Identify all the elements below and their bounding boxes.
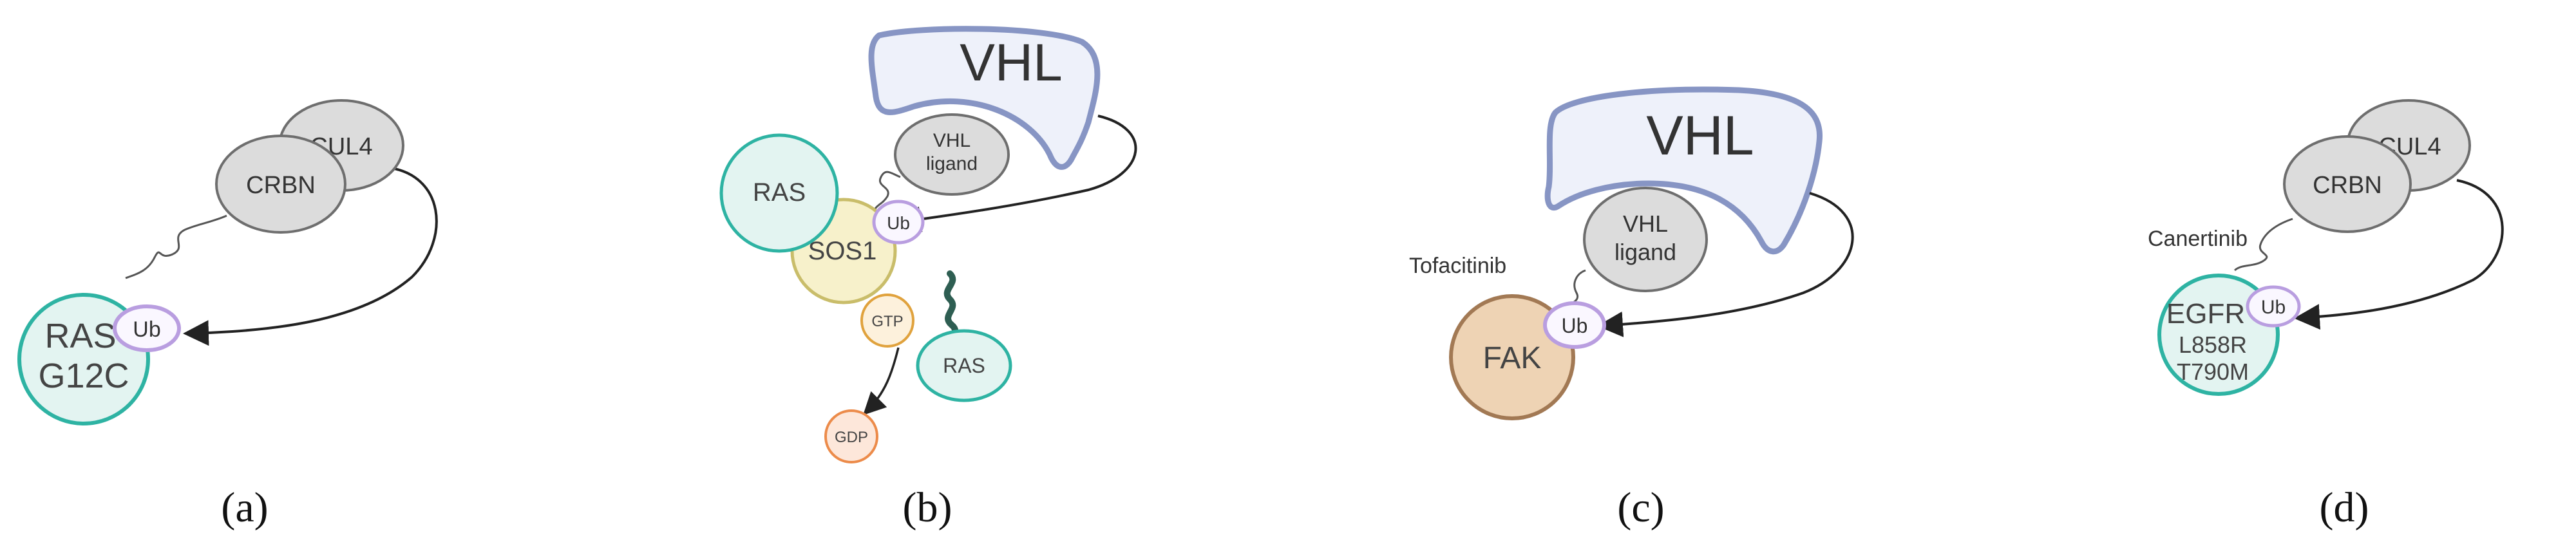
ubiquitin-tag [872,200,925,245]
ubiquitin-tag [1543,301,1606,349]
ubiquitin-transfer-arrow [183,166,438,346]
ubiquitin-transfer-arrow [895,115,1137,232]
vhl-label: VHL [1646,105,1754,167]
egfr-label-line1: EGFR [2166,298,2245,330]
ras-label: RAS [753,178,806,207]
panel-c: VHL VHL ligand Tofacitinib FAK Ub (c) [1409,86,1854,531]
ubiquitin-transfer-arrow [1597,192,1854,337]
crbn-label: CRBN [2313,172,2382,199]
ras-g12c-label-line2: G12C [38,357,129,395]
gdp-molecule [824,409,878,463]
vhl-protein [1544,86,1823,255]
vhl-ligand-label-line2: ligand [1615,239,1676,265]
ras-2-label: RAS [943,354,985,377]
panel-a-label: (a) [221,484,268,531]
crbn-label: CRBN [246,172,316,199]
vhl-label: VHL [960,33,1063,92]
ub-label: Ub [887,213,910,233]
vhl-ligand-label-line1: VHL [933,130,971,151]
ras-protein [719,133,839,253]
gtp-label: GTP [871,313,903,330]
ras-protein-2 [916,329,1012,402]
crbn-protein [2283,135,2412,233]
ras-g12c-label-line1: RAS [44,317,116,355]
panel-c-label: (c) [1617,484,1664,531]
tofacitinib-label: Tofacitinib [1409,254,1506,278]
fak-label: FAK [1483,341,1542,375]
egfr-label-line2: L858R [2179,332,2247,358]
egfr-label-line3: T790M [2177,359,2249,385]
vhl-ligand-label-line2: ligand [926,153,978,174]
ub-label: Ub [1562,314,1588,337]
canertinib-label: Canertinib [2148,227,2248,251]
vhl-ligand [1583,187,1708,292]
gtp-molecule [860,294,914,348]
vhl-ligand-label-line1: VHL [1623,210,1668,237]
crbn-protein [215,135,346,234]
ub-label: Ub [133,317,160,342]
panel-d: CUL4 CRBN Canertinib EGFR L858R T790M Ub… [2148,99,2504,531]
panel-a: CUL4 CRBN RAS G12C Ub (a) [17,99,438,531]
sos1-label: SOS1 [808,237,877,265]
ubiquitin-tag [2246,285,2301,328]
ubiquitin-transfer-arrow [2294,179,2504,330]
protac-linker [2233,218,2293,272]
ubiquitin-tag [113,304,181,352]
panel-b-label: (b) [903,484,952,531]
panel-d-label: (d) [2320,484,2369,531]
protac-linker [872,171,901,213]
panel-b: VHL VHL ligand SOS1 RAS Ub GTP GDP RAS (… [719,26,1137,531]
fak-protein [1449,294,1575,420]
vhl-protein [868,26,1101,170]
vhl-ligand [894,113,1010,196]
gdp-label: GDP [835,429,868,446]
ub-label: Ub [2261,297,2286,318]
gtp-to-gdp-arrow [863,347,900,415]
protac-linker [125,214,227,279]
